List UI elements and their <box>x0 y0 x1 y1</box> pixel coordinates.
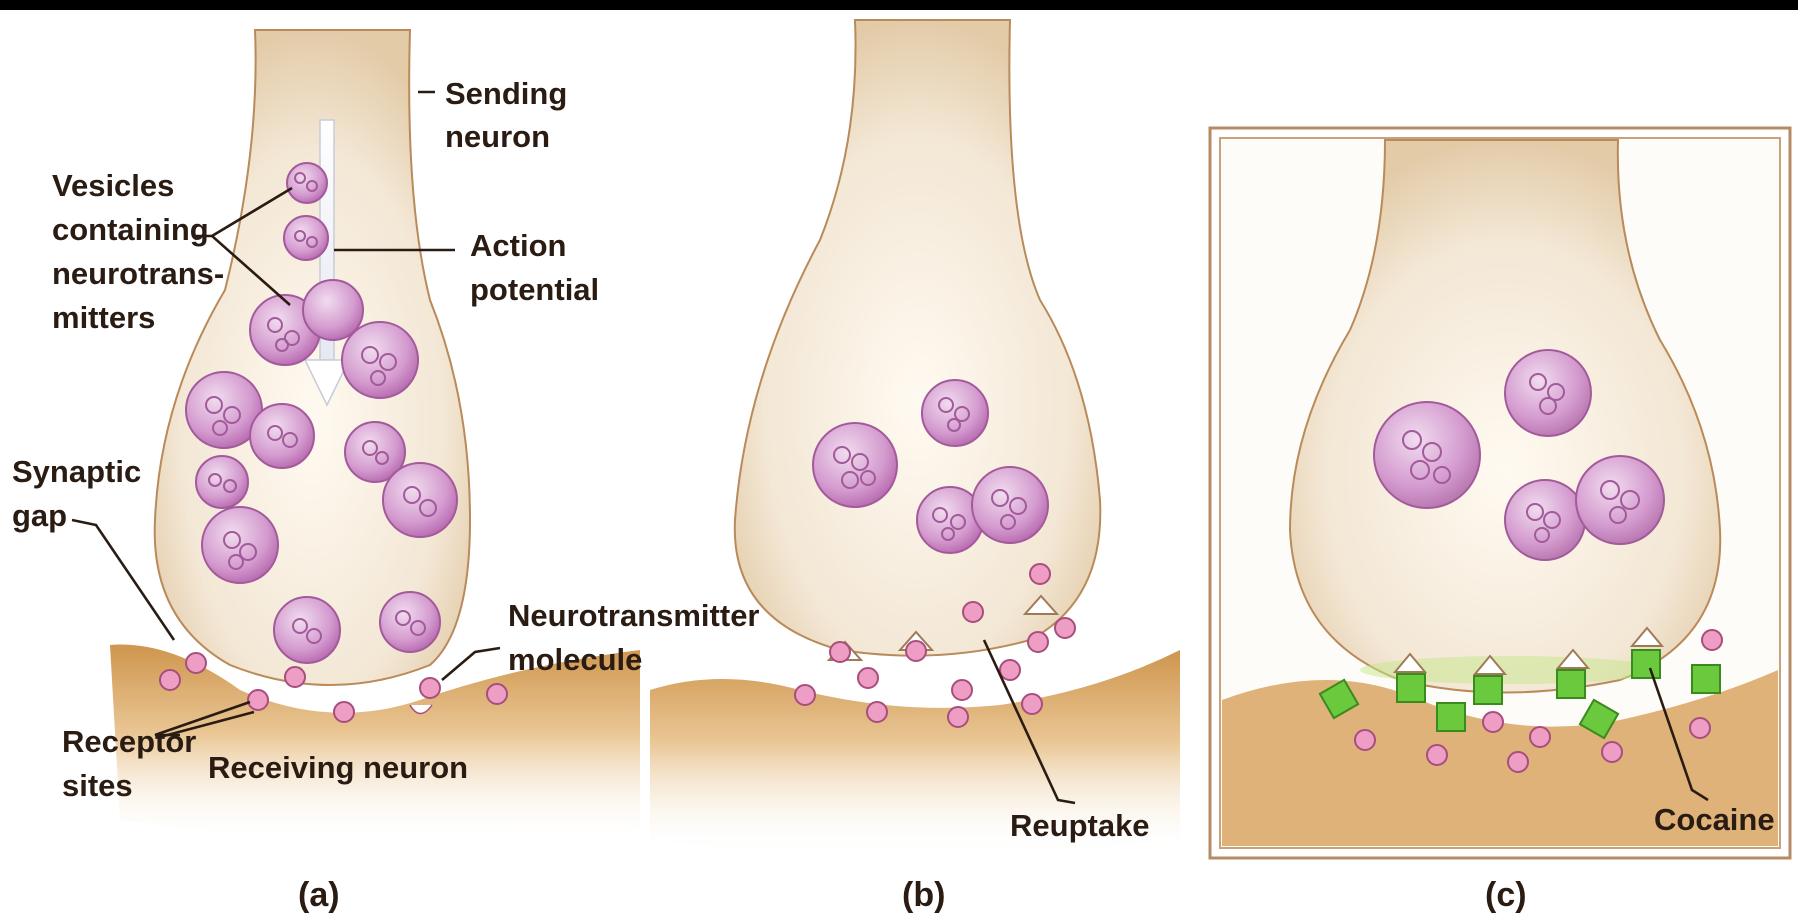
label-sending: Sending <box>445 76 567 111</box>
label-synaptic: Synaptic <box>12 454 141 489</box>
label-neurotransmitter: Neurotransmitter <box>508 598 760 633</box>
label-vesicles-3: neurotrans- <box>52 256 224 291</box>
label-action: Action <box>470 228 566 263</box>
panel-c: Cocaine (c) <box>1210 128 1790 914</box>
label-potential: potential <box>470 272 599 307</box>
label-vesicles-2: containing <box>52 212 209 247</box>
label-vesicles-4: mitters <box>52 300 155 335</box>
panel-label-c: (c) <box>1485 876 1527 914</box>
label-receiving-neuron: Receiving neuron <box>208 750 468 785</box>
panel-label-b: (b) <box>902 876 945 914</box>
label-cocaine: Cocaine <box>1654 802 1775 837</box>
panel-label-a: (a) <box>298 876 340 914</box>
label-molecule: molecule <box>508 642 642 677</box>
label-vesicles-1: Vesicles <box>52 168 174 203</box>
label-gap: gap <box>12 498 67 533</box>
label-reuptake: Reuptake <box>1010 808 1150 843</box>
label-neuron: neuron <box>445 119 550 154</box>
label-receptor: Receptor <box>62 724 196 759</box>
label-sites: sites <box>62 768 133 803</box>
